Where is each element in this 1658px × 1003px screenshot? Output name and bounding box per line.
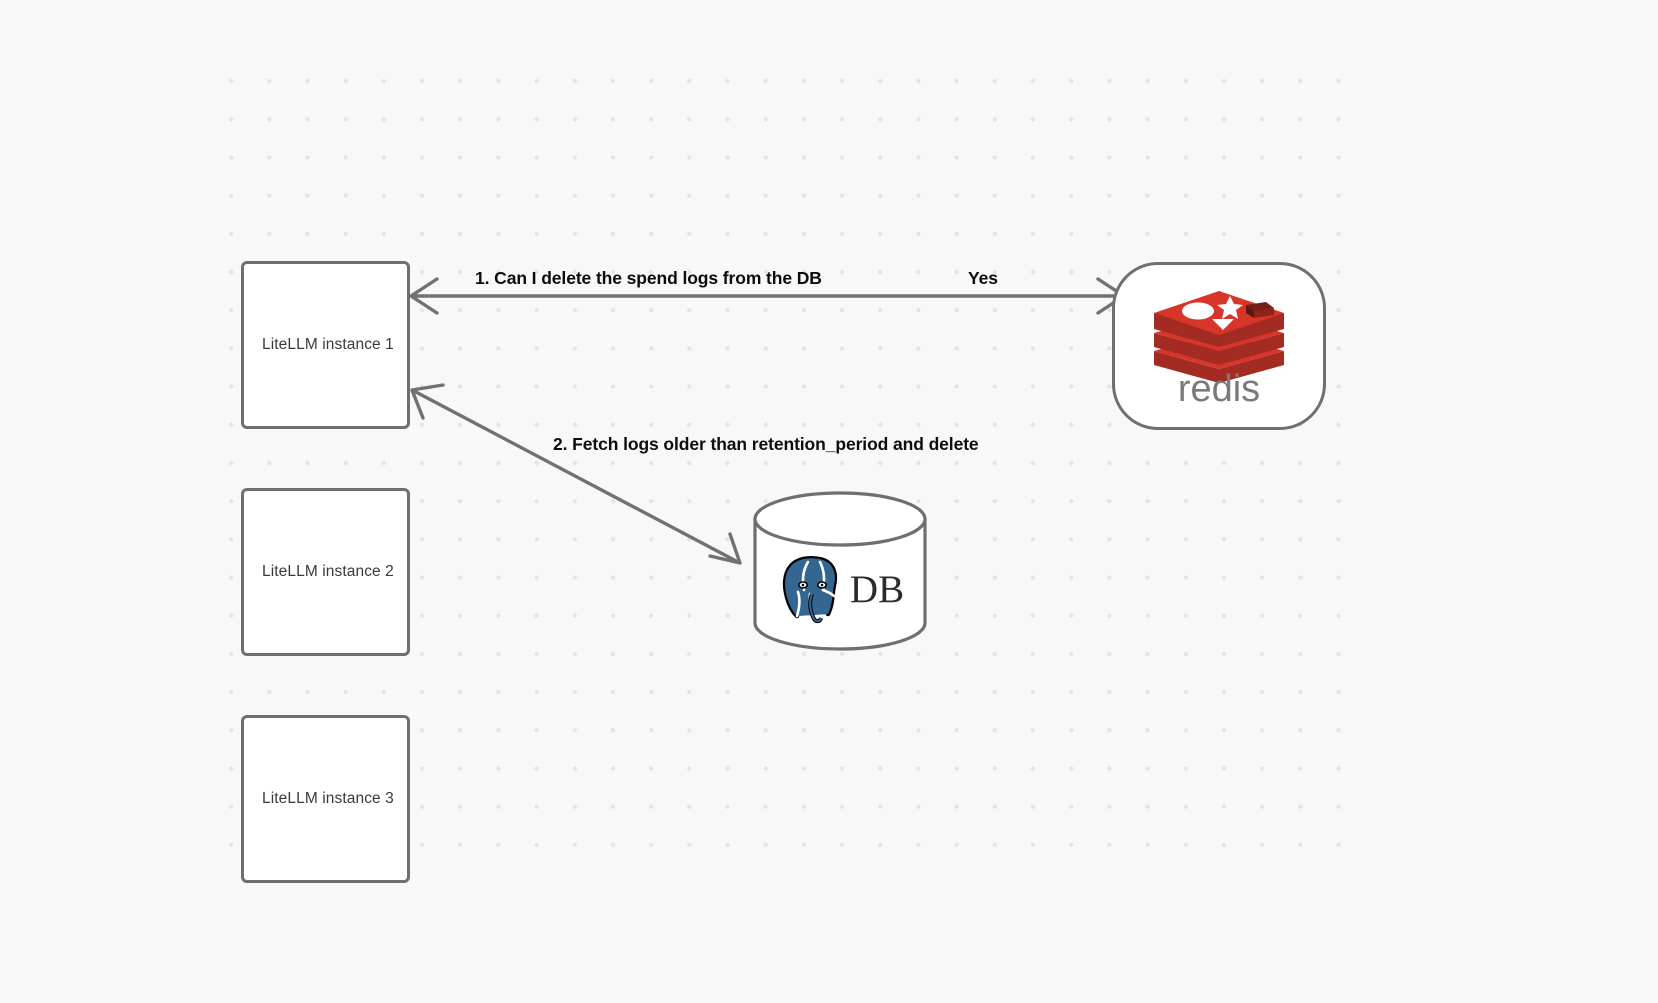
svg-text:redis: redis bbox=[1178, 368, 1260, 407]
edge-label-step-2: 2. Fetch logs older than retention_perio… bbox=[553, 434, 979, 454]
node-litellm-instance-3-label: LiteLLM instance 3 bbox=[262, 790, 394, 807]
arrowhead-downright-icon bbox=[708, 532, 742, 565]
postgresql-elephant-icon bbox=[782, 556, 837, 624]
node-database-label: DB bbox=[849, 567, 905, 611]
arrowhead-left-icon bbox=[409, 277, 439, 315]
arrowhead-upleft-icon bbox=[410, 383, 445, 420]
redis-logo-icon: redis bbox=[1154, 291, 1284, 407]
node-litellm-instance-1[interactable]: LiteLLM instance 1 bbox=[241, 261, 410, 429]
edge-litellm1-db bbox=[410, 383, 742, 565]
node-database[interactable]: DB bbox=[752, 491, 928, 651]
node-litellm-instance-1-label: LiteLLM instance 1 bbox=[262, 336, 394, 353]
edge-label-step-1: 1. Can I delete the spend logs from the … bbox=[475, 268, 822, 288]
node-litellm-instance-2[interactable]: LiteLLM instance 2 bbox=[241, 488, 410, 656]
node-litellm-instance-3[interactable]: LiteLLM instance 3 bbox=[241, 715, 410, 883]
node-litellm-instance-2-label: LiteLLM instance 2 bbox=[262, 563, 394, 580]
node-redis[interactable]: redis bbox=[1112, 262, 1326, 430]
edge-label-step-1-answer: Yes bbox=[968, 268, 998, 288]
